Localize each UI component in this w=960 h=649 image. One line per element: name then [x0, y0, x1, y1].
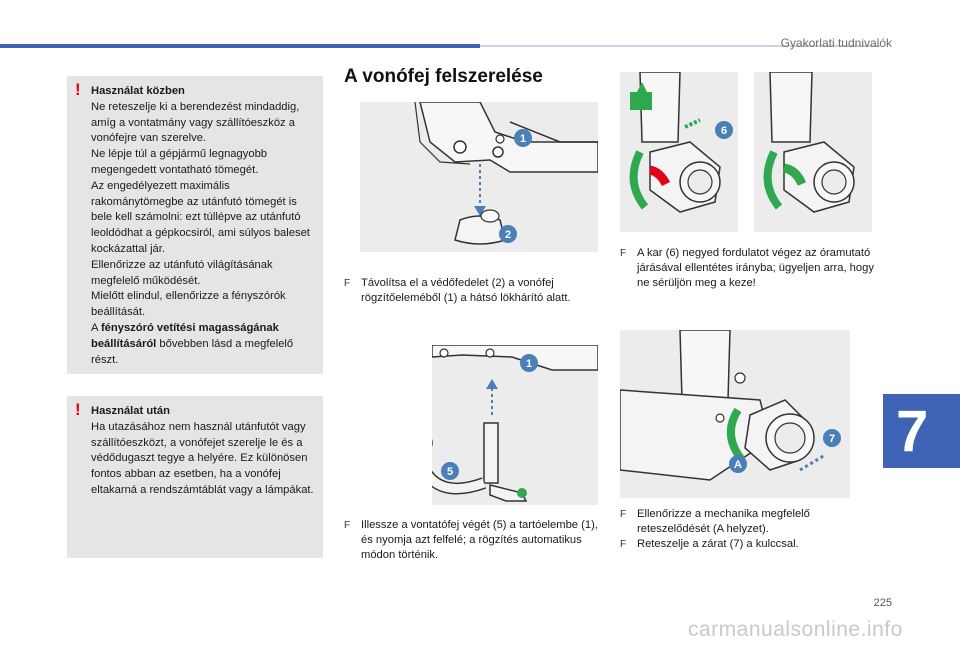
step-lever-turn: F A kar (6) negyed fordulatot végez az ó…	[620, 246, 878, 292]
note-reference: A fényszóró vetítési magasságának beállí…	[91, 321, 315, 368]
step-text: Illessze a vontatófej végét (5) a tartóe…	[361, 519, 598, 562]
step-text: Távolítsa el a védőfedelet (2) a vonófej…	[361, 277, 571, 305]
step-text: Ellenőrizze a mechanika megfelelő retesz…	[637, 508, 810, 536]
step-text: Reteszelje a zárat (7) a kulccsal.	[637, 538, 799, 550]
section-title: A vonófej felszerelése	[344, 66, 543, 87]
callout-7: 7	[829, 433, 835, 445]
ref-suffix: bővebben lásd a megfelelő részt.	[91, 337, 294, 366]
step-marker: F	[344, 278, 351, 289]
note-paragraph: Az engedélyezett maximális rakománytömeg…	[91, 179, 310, 255]
ref-bold: fényszóró vetítési magasságának beállítá…	[91, 321, 279, 350]
note-paragraph: Ellenőrizze az utánfutó világításának me…	[91, 258, 273, 287]
figure-remove-cap: 1 2	[360, 102, 598, 252]
step-marker: F	[620, 509, 627, 520]
step-marker: F	[344, 520, 351, 531]
step-remove-cap: F Távolítsa el a védőfedelet (2) a vonóf…	[344, 276, 599, 306]
step-lock-key: F Reteszelje a zárat (7) a kulccsal.	[620, 537, 878, 552]
header-accent-bar	[0, 44, 480, 48]
step-marker: F	[620, 248, 627, 259]
exclamation-icon: !	[75, 80, 81, 99]
step-marker: F	[620, 539, 627, 550]
step-check-locking: F Ellenőrizze a mechanika megfelelő rete…	[620, 507, 878, 537]
figure-insert-towball: 1 5	[432, 345, 598, 505]
callout-A: A	[734, 459, 742, 471]
header-rule	[480, 45, 880, 47]
figure-lever-turn: 6	[620, 72, 738, 232]
step-text: A kar (6) negyed fordulatot végez az óra…	[637, 247, 874, 290]
warning-note-in-use: ! Használat közben Ne reteszelje ki a be…	[67, 76, 323, 374]
note-paragraph: Ne reteszelje ki a berendezést mindaddig…	[91, 100, 300, 145]
note-paragraph: Ne lépje túl a gépjármű legnagyobb megen…	[91, 148, 268, 176]
ref-prefix: A	[91, 321, 101, 334]
callout-1: 1	[526, 358, 532, 370]
exclamation-icon: !	[75, 400, 81, 419]
figure-lever-turned	[754, 72, 872, 232]
note-title: Használat után	[91, 405, 170, 417]
header-title: Gyakorlati tudnivalók	[780, 36, 892, 50]
chapter-tab	[883, 394, 960, 468]
callout-1: 1	[520, 133, 526, 145]
watermark: carmanualsonline.info	[688, 618, 903, 641]
step-insert-towball: F Illessze a vontatófej végét (5) a tart…	[344, 518, 599, 564]
warning-note-after-use: ! Használat után Ha utazásához nem haszn…	[67, 396, 323, 558]
note-paragraph: Mielőtt elindul, ellenőrizze a fényszóró…	[91, 290, 286, 319]
note-paragraph: Ha utazásához nem használ utánfutót vagy…	[91, 420, 314, 496]
chapter-number: 7	[896, 399, 929, 464]
page-number: 225	[873, 597, 892, 609]
callout-5: 5	[447, 466, 453, 478]
callout-6: 6	[721, 125, 727, 137]
callout-2: 2	[505, 229, 511, 241]
figure-lock-key: 7 A	[620, 330, 850, 498]
note-title: Használat közben	[91, 85, 185, 97]
